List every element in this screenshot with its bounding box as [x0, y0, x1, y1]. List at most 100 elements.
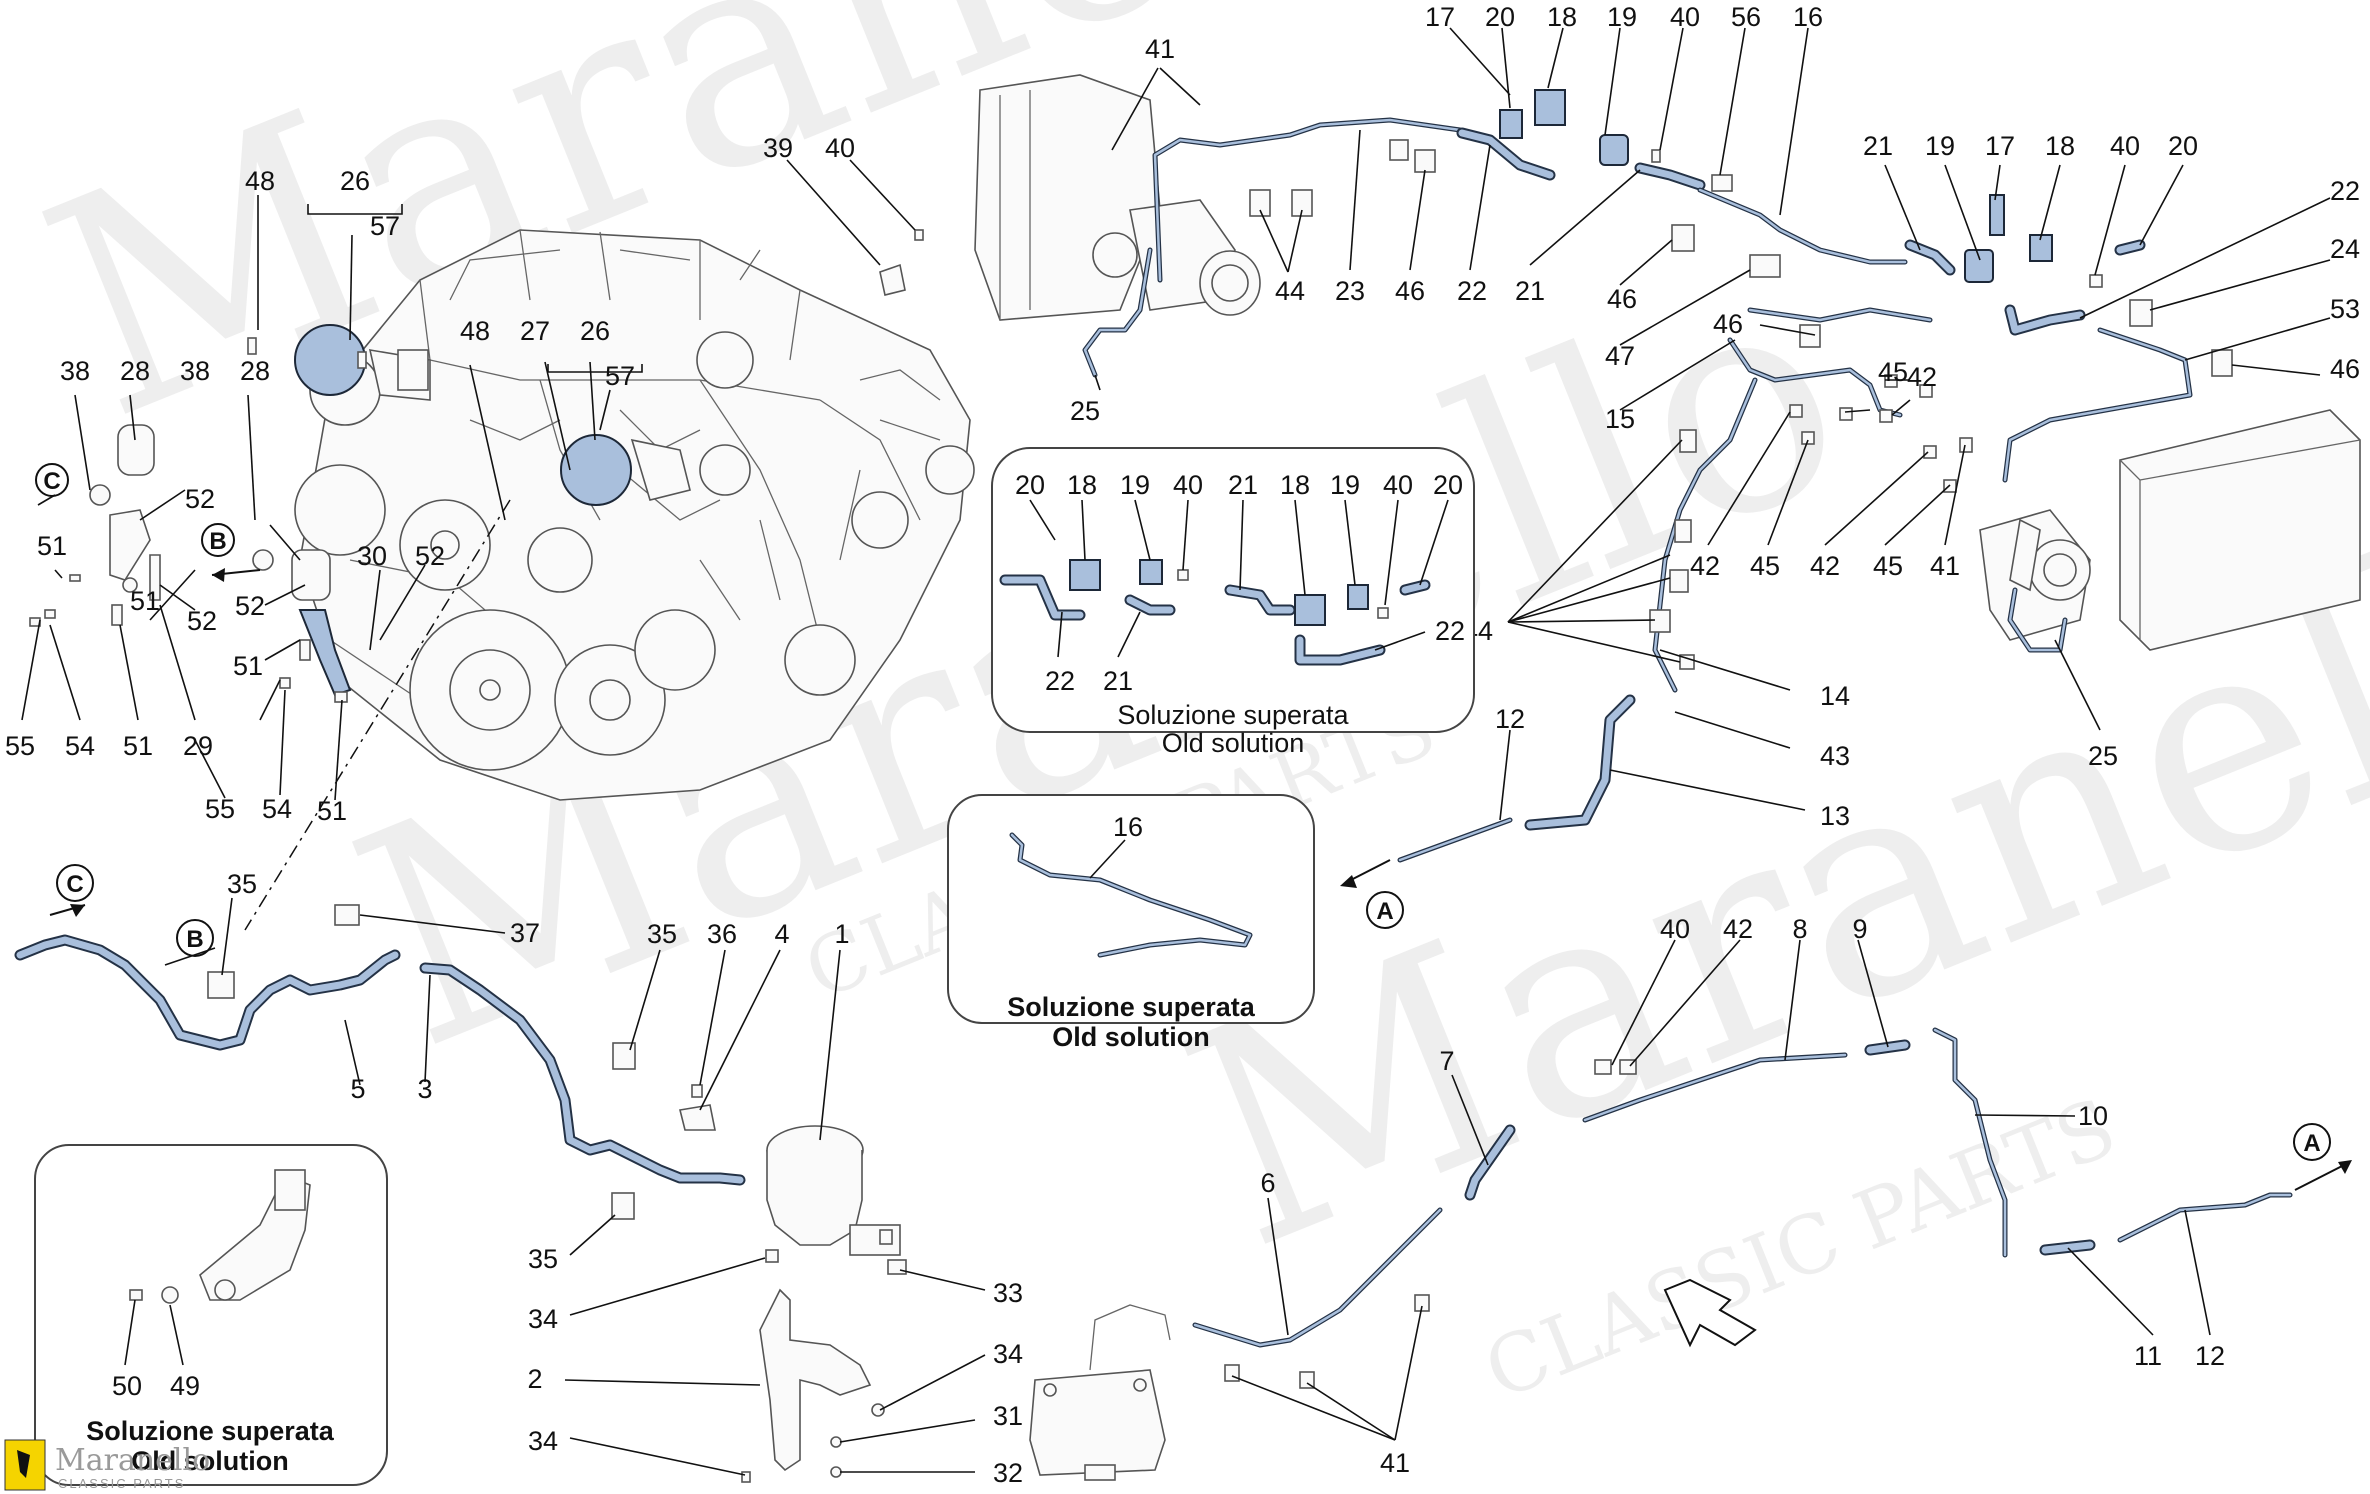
svg-text:48: 48	[245, 166, 275, 196]
svg-text:2: 2	[527, 1364, 542, 1394]
svg-text:27: 27	[520, 316, 550, 346]
svg-text:40: 40	[1670, 2, 1700, 32]
svg-text:19: 19	[1120, 470, 1150, 500]
svg-text:50: 50	[112, 1371, 142, 1401]
engine-callouts: 48 26 57 48 27 26 57 38 28 38 28 52 52 5…	[5, 133, 916, 931]
svg-text:46: 46	[2330, 354, 2360, 384]
rear-small-parts	[1249, 89, 2233, 670]
svg-text:52: 52	[185, 484, 215, 514]
svg-text:34: 34	[528, 1304, 558, 1334]
svg-text:22: 22	[1045, 666, 1075, 696]
svg-text:13: 13	[1820, 801, 1850, 831]
ref-b-top: B	[201, 523, 261, 582]
svg-text:40: 40	[825, 133, 855, 163]
svg-text:7: 7	[1439, 1046, 1454, 1076]
svg-text:Soluzione superata: Soluzione superata	[86, 1416, 335, 1446]
svg-text:21: 21	[1228, 470, 1258, 500]
svg-text:49: 49	[170, 1371, 200, 1401]
svg-text:51: 51	[233, 651, 263, 681]
ref-a-right: A	[2293, 1123, 2352, 1191]
svg-text:6: 6	[1260, 1168, 1275, 1198]
svg-text:38: 38	[180, 356, 210, 386]
rear-callouts: 41 17 20 18 19 40 56 16 44 23 46 22 21 4…	[1070, 2, 2360, 831]
svg-text:47: 47	[1605, 341, 1635, 371]
svg-text:28: 28	[240, 356, 270, 386]
svg-text:B: B	[186, 926, 203, 953]
svg-text:45: 45	[1873, 551, 1903, 581]
inset-old-solution-16: 16 Soluzione superata Old solution	[947, 794, 1315, 1052]
svg-text:19: 19	[1330, 470, 1360, 500]
svg-text:34: 34	[993, 1339, 1023, 1369]
svg-text:22: 22	[1435, 616, 1465, 646]
svg-text:8: 8	[1792, 914, 1807, 944]
svg-text:32: 32	[993, 1458, 1023, 1488]
lower-callouts: 35 37 5 3 35 36 4 1 35 34 33 34 2 31 34 …	[221, 869, 1023, 1488]
svg-text:39: 39	[763, 133, 793, 163]
ref-b-bottom: B	[164, 919, 216, 966]
left-parts	[29, 229, 924, 703]
svg-text:3: 3	[417, 1074, 432, 1104]
svg-text:16: 16	[1793, 2, 1823, 32]
svg-text:40: 40	[2110, 131, 2140, 161]
svg-text:18: 18	[1547, 2, 1577, 32]
svg-text:34: 34	[528, 1426, 558, 1456]
svg-text:C: C	[43, 468, 60, 495]
svg-text:35: 35	[227, 869, 257, 899]
svg-text:CLASSIC PARTS: CLASSIC PARTS	[58, 1476, 185, 1491]
svg-text:14: 14	[1820, 681, 1850, 711]
svg-text:37: 37	[510, 918, 540, 948]
svg-text:52: 52	[415, 541, 445, 571]
svg-text:42: 42	[1723, 914, 1753, 944]
svg-text:1: 1	[834, 919, 849, 949]
svg-text:25: 25	[2088, 741, 2118, 771]
svg-text:19: 19	[1607, 2, 1637, 32]
svg-text:45: 45	[1750, 551, 1780, 581]
svg-text:17: 17	[1425, 2, 1455, 32]
svg-text:48: 48	[460, 316, 490, 346]
svg-text:19: 19	[1925, 131, 1955, 161]
inset-old-solution-bottom-left: 50 49 Soluzione superata Old solution	[34, 1144, 388, 1486]
svg-text:35: 35	[528, 1244, 558, 1274]
svg-text:53: 53	[2330, 294, 2360, 324]
svg-text:21: 21	[1515, 276, 1545, 306]
svg-text:41: 41	[1930, 551, 1960, 581]
svg-text:26: 26	[580, 316, 610, 346]
svg-text:20: 20	[1485, 2, 1515, 32]
svg-text:46: 46	[1607, 284, 1637, 314]
svg-text:35: 35	[647, 919, 677, 949]
underfloor-tubes	[1029, 1027, 2293, 1481]
rear-tubes	[1082, 117, 2193, 863]
svg-text:A: A	[2303, 1130, 2320, 1157]
svg-text:43: 43	[1820, 741, 1850, 771]
right-muffler	[1979, 409, 2361, 651]
svg-text:40: 40	[1660, 914, 1690, 944]
svg-text:30: 30	[357, 541, 387, 571]
svg-text:22: 22	[2330, 176, 2360, 206]
svg-text:54: 54	[65, 731, 95, 761]
svg-text:21: 21	[1863, 131, 1893, 161]
svg-text:9: 9	[1852, 914, 1867, 944]
svg-text:20: 20	[1015, 470, 1045, 500]
svg-text:29: 29	[183, 731, 213, 761]
svg-text:Old solution: Old solution	[131, 1446, 288, 1476]
svg-text:42: 42	[1810, 551, 1840, 581]
svg-text:41: 41	[1380, 1448, 1410, 1478]
svg-text:4: 4	[774, 919, 789, 949]
underfloor-callouts: 40 42 8 9 7 10 6 11 12 41	[1231, 914, 2225, 1478]
svg-text:46: 46	[1713, 309, 1743, 339]
svg-text:B: B	[209, 528, 226, 555]
svg-text:56: 56	[1731, 2, 1761, 32]
svg-text:42: 42	[1690, 551, 1720, 581]
svg-text:18: 18	[1280, 470, 1310, 500]
svg-text:57: 57	[605, 361, 635, 391]
svg-text:10: 10	[2078, 1101, 2108, 1131]
svg-text:52: 52	[235, 591, 265, 621]
svg-text:28: 28	[120, 356, 150, 386]
svg-text:5: 5	[350, 1074, 365, 1104]
ref-a-left: A	[1340, 859, 1404, 929]
svg-text:21: 21	[1103, 666, 1133, 696]
svg-text:26: 26	[340, 166, 370, 196]
svg-text:12: 12	[1495, 704, 1525, 734]
svg-text:Soluzione superata: Soluzione superata	[1117, 700, 1349, 730]
svg-text:25: 25	[1070, 396, 1100, 426]
